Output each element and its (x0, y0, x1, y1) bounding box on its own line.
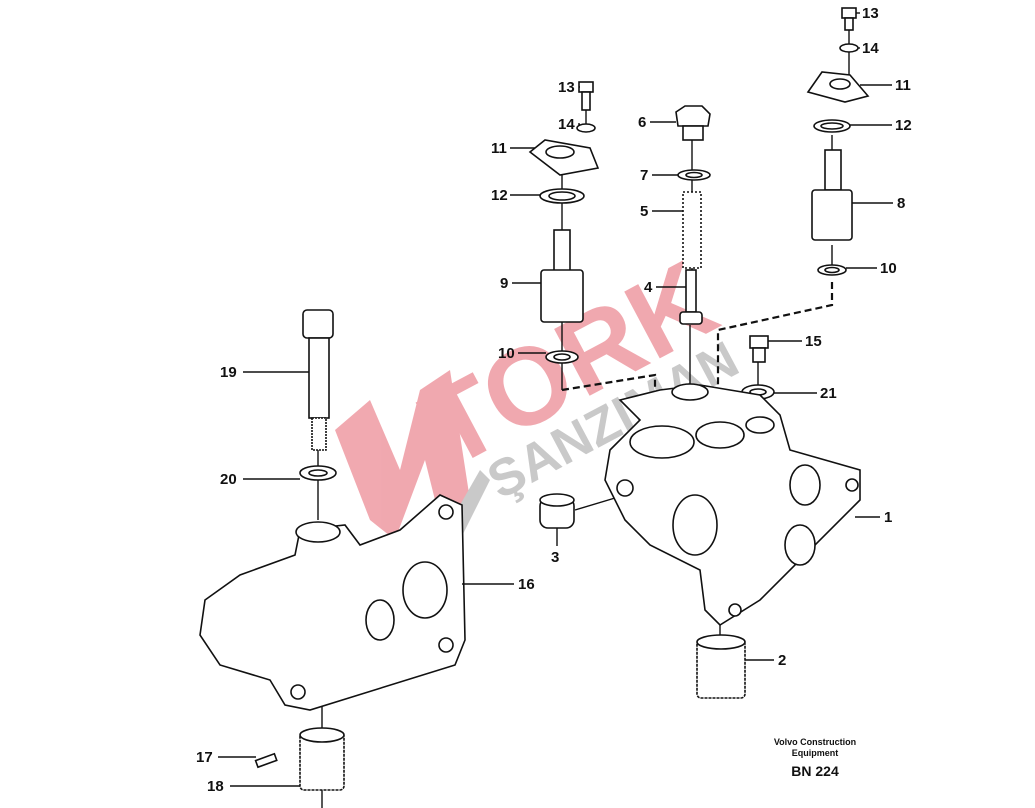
callout-9: 9 (500, 275, 541, 292)
svg-text:12: 12 (895, 117, 912, 134)
callout-3: 3 (551, 528, 559, 566)
callout-12-right: 12 (850, 117, 912, 134)
callout-6: 6 (638, 114, 676, 131)
publisher-line2: Equipment (791, 748, 839, 758)
callout-21: 21 (774, 385, 837, 402)
svg-text:13: 13 (558, 79, 575, 96)
svg-text:10: 10 (498, 345, 515, 362)
svg-text:13: 13 (862, 5, 879, 22)
callout-1: 1 (855, 509, 892, 526)
svg-text:3: 3 (551, 549, 559, 566)
drawing-footer: Volvo Construction Equipment BN 224 (760, 737, 870, 779)
callouts: 13 14 11 12 8 10 13 14 11 12 9 10 6 7 5 … (196, 5, 912, 795)
part-1-valve-housing (604, 383, 861, 627)
svg-text:2: 2 (778, 652, 786, 669)
svg-text:1: 1 (884, 509, 892, 526)
svg-text:7: 7 (640, 167, 648, 184)
publisher-line1: Volvo Construction (773, 737, 857, 747)
svg-text:8: 8 (897, 195, 905, 212)
callout-18: 18 (207, 778, 300, 795)
svg-text:6: 6 (638, 114, 646, 131)
svg-text:4: 4 (644, 279, 653, 296)
svg-text:18: 18 (207, 778, 224, 795)
svg-text:5: 5 (640, 203, 648, 220)
callout-13-left: 13 (558, 79, 580, 96)
callout-19: 19 (220, 364, 309, 381)
svg-text:15: 15 (805, 333, 822, 350)
callout-11-left: 11 (491, 140, 535, 157)
callout-10-left: 10 (498, 345, 546, 362)
callout-14-right: 14 (858, 40, 879, 57)
callout-17: 17 (196, 749, 256, 766)
callout-15: 15 (768, 333, 822, 350)
callout-7: 7 (640, 167, 678, 184)
svg-text:16: 16 (518, 576, 535, 593)
callout-8: 8 (852, 195, 905, 212)
part-bolts-washers (254, 7, 870, 791)
svg-text:21: 21 (820, 385, 837, 402)
svg-text:9: 9 (500, 275, 508, 292)
callout-16: 16 (462, 576, 535, 593)
part-16-filter-bracket (199, 494, 466, 711)
callout-12-left: 12 (491, 187, 540, 204)
callout-20: 20 (220, 471, 300, 488)
callout-5: 5 (640, 203, 683, 220)
svg-text:19: 19 (220, 364, 237, 381)
callout-13-right: 13 (856, 5, 879, 22)
svg-text:12: 12 (491, 187, 508, 204)
callout-2: 2 (745, 652, 786, 669)
dashed-flow-line-right (716, 282, 834, 400)
svg-text:17: 17 (196, 749, 213, 766)
svg-text:11: 11 (895, 77, 911, 94)
svg-text:20: 20 (220, 471, 237, 488)
callout-10-right: 10 (846, 260, 897, 277)
svg-text:14: 14 (862, 40, 879, 57)
svg-text:10: 10 (880, 260, 897, 277)
svg-text:11: 11 (491, 140, 507, 157)
drawing-code: BN 224 (791, 763, 839, 779)
callout-14-left: 14 (558, 116, 580, 133)
dashed-flow-line-left (561, 373, 657, 410)
callout-4: 4 (644, 279, 686, 296)
callout-11-right: 11 (860, 77, 911, 94)
svg-text:14: 14 (558, 116, 575, 133)
